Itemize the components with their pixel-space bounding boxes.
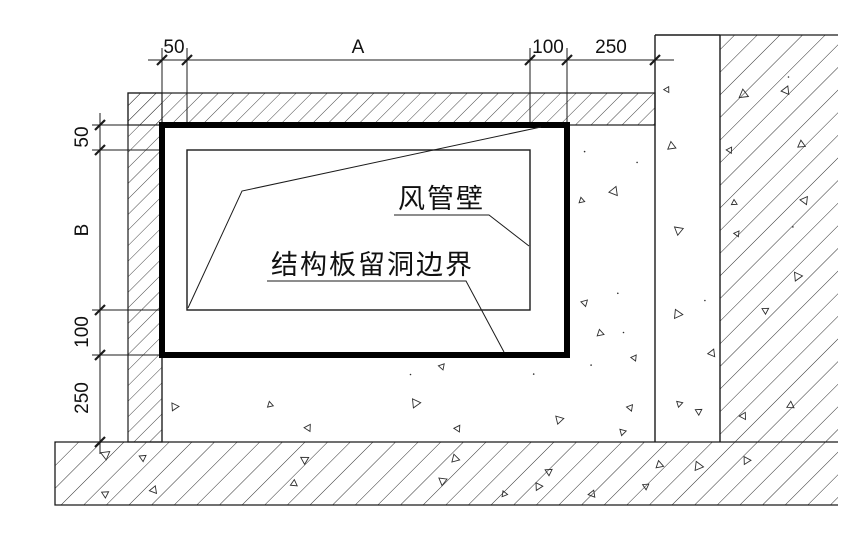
top-hatch-band: [127, 92, 656, 126]
outer-wall-stipple: [725, 76, 808, 421]
dim-tick: [649, 54, 661, 66]
dim-left-250: 250: [72, 382, 93, 414]
opening-boundary-label: 结构板留洞边界: [271, 250, 474, 280]
dim-tick: [524, 54, 536, 66]
left-hatch-strip: [127, 92, 163, 443]
right-wall-stipple: [662, 85, 716, 417]
dim-tick: [94, 119, 106, 131]
bottom-slab: [54, 441, 838, 506]
opening-boundary-rect: [159, 122, 570, 358]
dim-tick: [94, 349, 106, 361]
top-dimension: [148, 48, 674, 122]
leader-lines: [187, 126, 542, 353]
dim-left-b: B: [72, 224, 93, 237]
right-wall: [654, 34, 721, 442]
dim-top-a: A: [352, 37, 365, 58]
duct-wall-rect: [186, 149, 531, 311]
construction-diagonal: [187, 126, 542, 309]
dim-tick: [94, 436, 106, 448]
opening-boundary-leader: [267, 280, 505, 353]
slab-concrete-stipple: [99, 451, 752, 499]
dim-tick: [94, 144, 106, 156]
left-dimension: [92, 113, 162, 454]
dim-tick: [181, 54, 193, 66]
dim-top-50: 50: [163, 37, 184, 58]
dim-top-100: 100: [532, 37, 564, 58]
infill-stipple-right: [578, 150, 638, 437]
outer-wall: [720, 34, 838, 442]
concrete-infill: [161, 150, 638, 442]
dim-tick: [156, 54, 168, 66]
dim-tick: [561, 54, 573, 66]
duct-wall-leader: [394, 214, 530, 247]
dim-tick: [94, 304, 106, 316]
dim-left-50: 50: [72, 126, 93, 147]
duct-wall-label: 风管壁: [398, 184, 485, 214]
dim-left-100: 100: [72, 316, 93, 348]
infill-stipple-bottom: [171, 363, 565, 433]
dim-top-250: 250: [595, 37, 627, 58]
